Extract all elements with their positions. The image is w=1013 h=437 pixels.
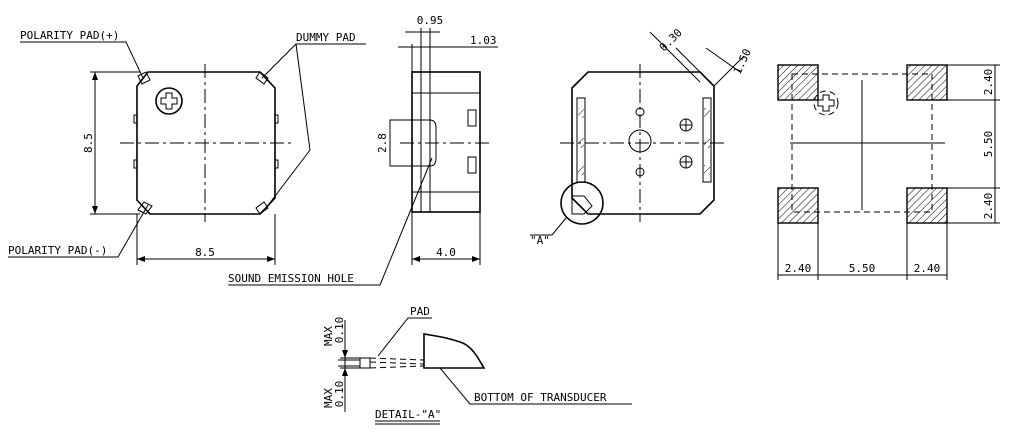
detail-max-top: MAX <box>322 326 335 346</box>
dim-top-height: 8.5 <box>82 133 95 153</box>
dim-pcb-bottom-550: 5.50 <box>849 262 876 275</box>
label-bottom-of-transducer: BOTTOM OF TRANSDUCER <box>474 391 607 404</box>
leader-polarity-neg <box>8 204 149 258</box>
leader-dummy-pad-1 <box>261 43 366 79</box>
dim-side-40: 4.0 <box>436 246 456 259</box>
dim-pcb-bottom-240a: 2.40 <box>785 262 812 275</box>
dim-top-width: 8.5 <box>195 246 215 259</box>
detail-a-circle <box>560 181 604 225</box>
side-tab <box>133 159 138 169</box>
plus-icon <box>160 92 178 110</box>
label-dummy-pad: DUMMY PAD <box>296 31 356 44</box>
leader-pad <box>377 317 432 357</box>
side-tab <box>274 159 279 169</box>
detail-pad <box>359 357 371 369</box>
bottom-view: "A" 0.30 1.50 <box>530 26 754 247</box>
pcb-pad-bottom-left <box>777 187 819 224</box>
dim-pcb-right-240b: 2.40 <box>982 193 995 220</box>
pcb-layout-view: 2.40 5.50 2.40 2.40 5.50 2.40 <box>777 64 1000 280</box>
pcb-outline <box>791 73 933 213</box>
label-detail-a-ref: "A" <box>530 234 550 247</box>
label-detail-a-title: DETAIL-"A" <box>375 408 441 421</box>
leader-bottom-transducer <box>439 367 632 405</box>
sound-emission-hole <box>389 119 430 167</box>
leader-dummy-pad-2 <box>265 43 311 209</box>
pcb-pad-bottom-right <box>906 187 948 224</box>
side-view-body <box>411 71 481 213</box>
detail-val-bot: 0.10 <box>333 381 346 408</box>
dim-side-28: 2.8 <box>376 133 389 153</box>
top-view: 8.5 8.5 POLARITY PAD(+) POLARITY PAD(-) … <box>8 29 366 265</box>
detail-a-view: MAX 0.10 MAX 0.10 PAD BOTTOM OF TRANSDUC… <box>322 305 632 425</box>
polarity-pad-pos <box>137 71 151 85</box>
dim-bottom-150: 1.50 <box>731 47 754 77</box>
leader-sound-hole <box>228 157 433 286</box>
pcb-pad-top-right <box>906 64 948 101</box>
side-view: 2.8 0.95 1.03 4.0 SOUND EMISSION HOLE <box>228 14 498 286</box>
label-polarity-pad-pos: POLARITY PAD(+) <box>20 29 119 42</box>
dummy-pad-bottom <box>255 201 269 215</box>
dim-pcb-right-550: 5.50 <box>982 131 995 158</box>
leader-polarity-pos <box>20 41 144 79</box>
side-tab <box>274 114 279 124</box>
detail-val-top: 0.10 <box>333 317 346 344</box>
side-tab <box>133 114 138 124</box>
detail-transducer <box>423 333 486 369</box>
dim-pcb-right-240a: 2.40 <box>982 69 995 96</box>
polarity-plus-mark <box>155 87 183 115</box>
label-sound-emission-hole: SOUND EMISSION HOLE <box>228 272 354 285</box>
dim-side-103: 1.03 <box>470 34 497 47</box>
leader-detail-a <box>530 217 567 236</box>
dummy-pad-top <box>255 71 269 85</box>
dim-pcb-bottom-240b: 2.40 <box>914 262 941 275</box>
pad-strip-right <box>702 97 712 183</box>
pcb-pad-top-left <box>777 64 819 101</box>
pcb-plus-icon <box>817 94 835 112</box>
detail-max-bot: MAX <box>322 388 335 408</box>
dim-side-095: 0.95 <box>417 14 444 27</box>
bottom-view-outline <box>571 71 715 215</box>
label-pad: PAD <box>410 305 430 318</box>
dim-bottom-030: 0.30 <box>657 26 685 54</box>
label-polarity-pad-neg: POLARITY PAD(-) <box>8 244 107 257</box>
